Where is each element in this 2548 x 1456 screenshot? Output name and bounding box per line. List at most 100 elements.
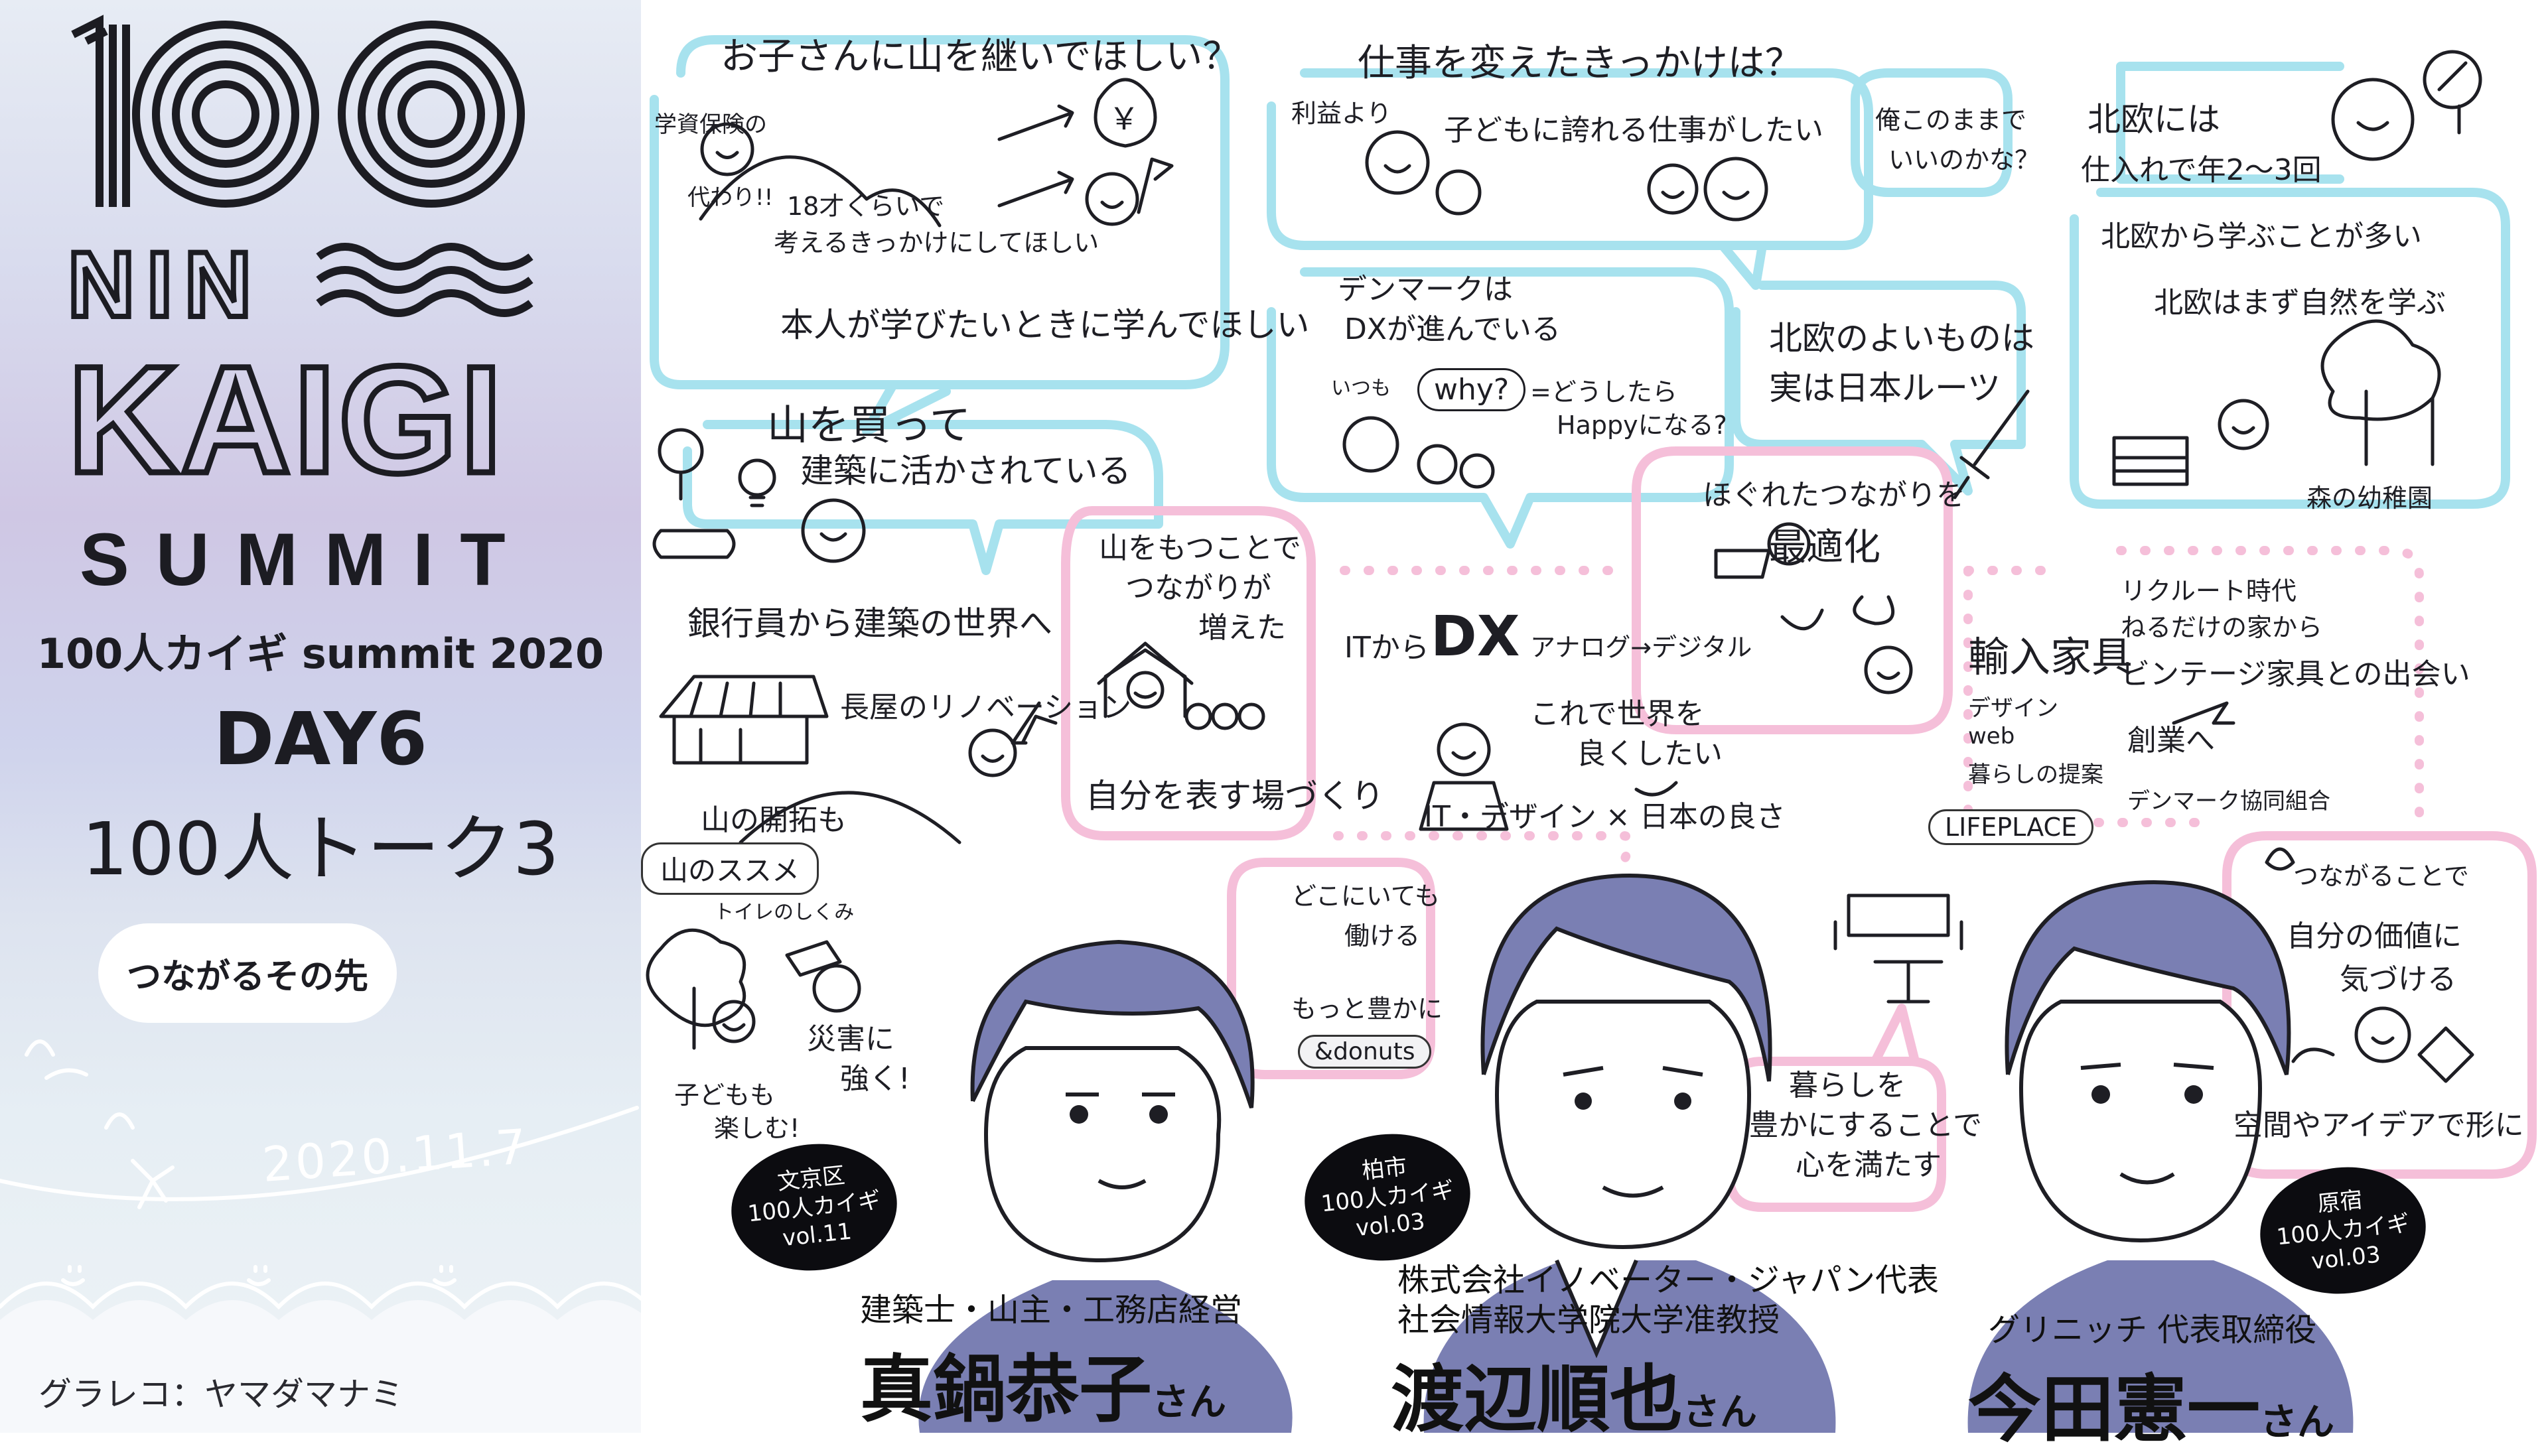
note-q1-b: 本人が学びたいときに学んでほしい — [780, 306, 1310, 344]
note-kachi1: つながることで — [2293, 862, 2469, 891]
portrait-speaker1 — [918, 939, 1293, 1433]
day-label: DAY6 — [213, 696, 428, 781]
speaker3-badge-line1: 原宿 — [2316, 1187, 2364, 1218]
note-hokoreru: 子どもに誇れる仕事がしたい — [1444, 113, 1823, 147]
note-it-dx-1: ITから — [1344, 631, 1429, 665]
note-kachi2: 自分の価値に — [2287, 919, 2462, 953]
speaker3-name-suffix: さん — [2260, 1401, 2334, 1444]
speaker2-role1: 株式会社イノベーター・ジャパン代表 — [1397, 1262, 1940, 1299]
money-bag-icon: ￥ — [1109, 101, 1139, 137]
graphic-record-area: ￥ — [641, 0, 2548, 1452]
note-sekai1: これで世界を — [1530, 697, 1705, 731]
bubble-tsunagari — [1061, 506, 1316, 840]
talk-title: 100人トーク3 — [82, 807, 559, 892]
note-dou1: =どうしたら — [1530, 377, 1677, 407]
note-manabu: 北欧から学ぶことが多い — [2101, 220, 2422, 253]
bubble-doko — [1227, 858, 1435, 1079]
note-denmark1: デンマークは — [1338, 273, 1513, 306]
note-hogure2: 最適化 — [1769, 526, 1880, 569]
note-rieki: 利益より — [1291, 99, 1392, 128]
speaker3-name: 今田憲一さん — [1968, 1350, 2334, 1456]
note-tsunagari2: つながりが — [1125, 571, 1271, 605]
note-susume: 山のススメ — [641, 842, 819, 895]
note-q1-a3: 18才くらいで — [787, 192, 945, 221]
note-dou2: Happyになる? — [1557, 411, 1727, 440]
note-denmark-kumiai: デンマーク協同組合 — [2127, 788, 2330, 815]
note-yunyu: 輸入家具 — [1968, 633, 2133, 681]
logo-kaigi: KAIGI — [68, 334, 505, 505]
note-mountain1: 山を買って — [767, 401, 971, 449]
speaker2-name: 渡辺順也さん — [1391, 1340, 1757, 1446]
note-q2: 仕事を変えたきっかけは？ — [1358, 42, 1802, 85]
note-it-dx-2: DX — [1431, 604, 1520, 669]
speaker1-name-suffix: さん — [1152, 1381, 1226, 1424]
note-kurashi-teian: 暮らしの提案 — [1968, 761, 2103, 788]
dotted-frame-1 — [1340, 546, 2424, 821]
note-hogure1: ほぐれたつながりを — [1703, 478, 1965, 512]
bubble-q2 — [1267, 68, 1873, 250]
note-lifeplace: LIFEPLACE — [1928, 809, 2094, 845]
note-q1: お子さんに山を継いでほしい？ — [721, 35, 1240, 78]
note-tsunagari1: 山をもつことで — [1099, 531, 1301, 565]
note-denmark2: DXが進んでいる — [1344, 312, 1561, 346]
bubble-denmark — [1267, 267, 1734, 549]
event-name: 100人カイギ summit 2020 — [36, 629, 604, 678]
event-logo: NIN KAIGI SUMMIT — [65, 15, 533, 598]
note-bank: 銀行員から建築の世界へ — [687, 604, 1052, 643]
note-design: デザイン — [1968, 695, 2058, 722]
note-ore1: 俺このままで — [1875, 105, 2027, 135]
note-kuukan: 空間やアイデアで形に — [2233, 1108, 2524, 1142]
note-donuts: &donuts — [1298, 1035, 1432, 1069]
bubble-kachi — [2222, 831, 2537, 1179]
note-doko2: 働ける — [1344, 921, 1421, 951]
bubble-hogure — [1632, 446, 1953, 734]
note-recruit1: リクルート時代 — [2121, 576, 2297, 606]
theme-bubble: つながるその先 — [98, 923, 397, 1023]
bubble-q1 — [650, 35, 1230, 389]
note-kurashi2: 豊かにすることで — [1749, 1108, 1983, 1142]
speaker2-name-suffix: さん — [1683, 1391, 1757, 1434]
note-q1-a4: 考えるきっかけにしてほしい — [774, 228, 1099, 257]
note-saigai2: 強く! — [840, 1062, 910, 1096]
speaker3-name-text: 今田憲一 — [1968, 1367, 2260, 1452]
bubble-manabu — [2070, 188, 2510, 509]
speaker1-role: 建築士・山主・工務店経営 — [860, 1291, 1243, 1329]
bubble-mountain — [683, 420, 1163, 575]
note-ore2: いいのかな？ — [1888, 145, 2040, 174]
note-jibun: 自分を表す場づくり — [1086, 777, 1384, 815]
note-q3a: 北欧には — [2088, 100, 2220, 139]
note-recruit2: ねるだけの家から — [2121, 613, 2323, 642]
note-recruit3: ビンテージ家具との出会い — [2121, 657, 2470, 691]
note-kurashi1: 暮らしを — [1789, 1069, 1906, 1102]
note-kaitaku: 山の開拓も — [701, 803, 847, 837]
note-motto: もっと豊かに — [1291, 994, 1443, 1024]
note-sougyou: 創業へ — [2127, 724, 2215, 758]
note-renov: 長屋のリノベーション — [840, 691, 1132, 724]
speaker2-name-text: 渡辺順也 — [1391, 1357, 1683, 1442]
logo-summit: SUMMIT — [80, 518, 532, 598]
portrait-speaker3 — [1967, 880, 2354, 1433]
note-kachi3: 気づける — [2340, 962, 2456, 996]
note-why: why? — [1417, 368, 1526, 411]
note-q3b: 仕入れで年2〜3回 — [2081, 153, 2322, 187]
note-tsunagari3: 増えた — [1198, 611, 1286, 645]
note-sekai2: 良くしたい — [1577, 737, 1723, 771]
left-decoration — [0, 1039, 641, 1433]
bubbles-layer: ￥ — [646, 35, 2537, 1433]
speaker1-name-text: 真鍋恭子 — [860, 1347, 1152, 1432]
bubble-ore — [1851, 68, 2013, 197]
note-shizen: 北欧はまず自然を学ぶ — [2154, 286, 2446, 320]
note-mori: 森の幼稚園 — [2306, 484, 2433, 513]
note-q1-a2: 代わり!! — [687, 184, 774, 211]
note-analog: アナログ→デジタル — [1530, 633, 1752, 662]
note-web: web — [1968, 723, 2015, 750]
note-saigai1: 災害に — [807, 1022, 894, 1056]
note-mountain2: 建築に活かされている — [800, 452, 1131, 490]
bubble-q3 — [2116, 62, 2344, 184]
note-it-design: IT・デザイン × 日本の良さ — [1424, 800, 1786, 834]
speaker2-role2: 社会情報大学院大学准教授 — [1397, 1301, 1780, 1339]
dotted-frame-2 — [1333, 818, 2212, 867]
event-panel: NIN KAIGI SUMMIT 100人カイギ summit 2020 DAY… — [0, 0, 641, 1433]
note-kids2: 楽しむ! — [714, 1114, 800, 1143]
note-itsumo: いつも — [1331, 377, 1391, 400]
